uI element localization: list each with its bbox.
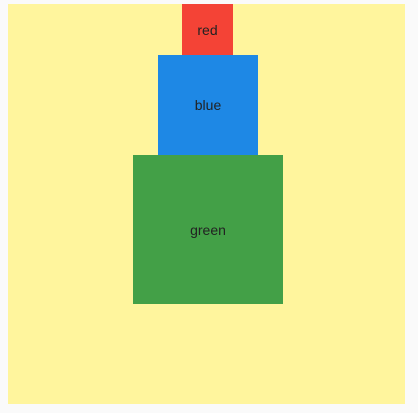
canvas: red blue green <box>8 4 405 404</box>
green-box: green <box>133 155 283 304</box>
green-box-label: green <box>190 221 226 238</box>
red-box: red <box>182 4 233 55</box>
blue-box-label: blue <box>194 97 222 113</box>
red-box-label: red <box>197 21 218 38</box>
blue-box: blue <box>158 55 258 155</box>
